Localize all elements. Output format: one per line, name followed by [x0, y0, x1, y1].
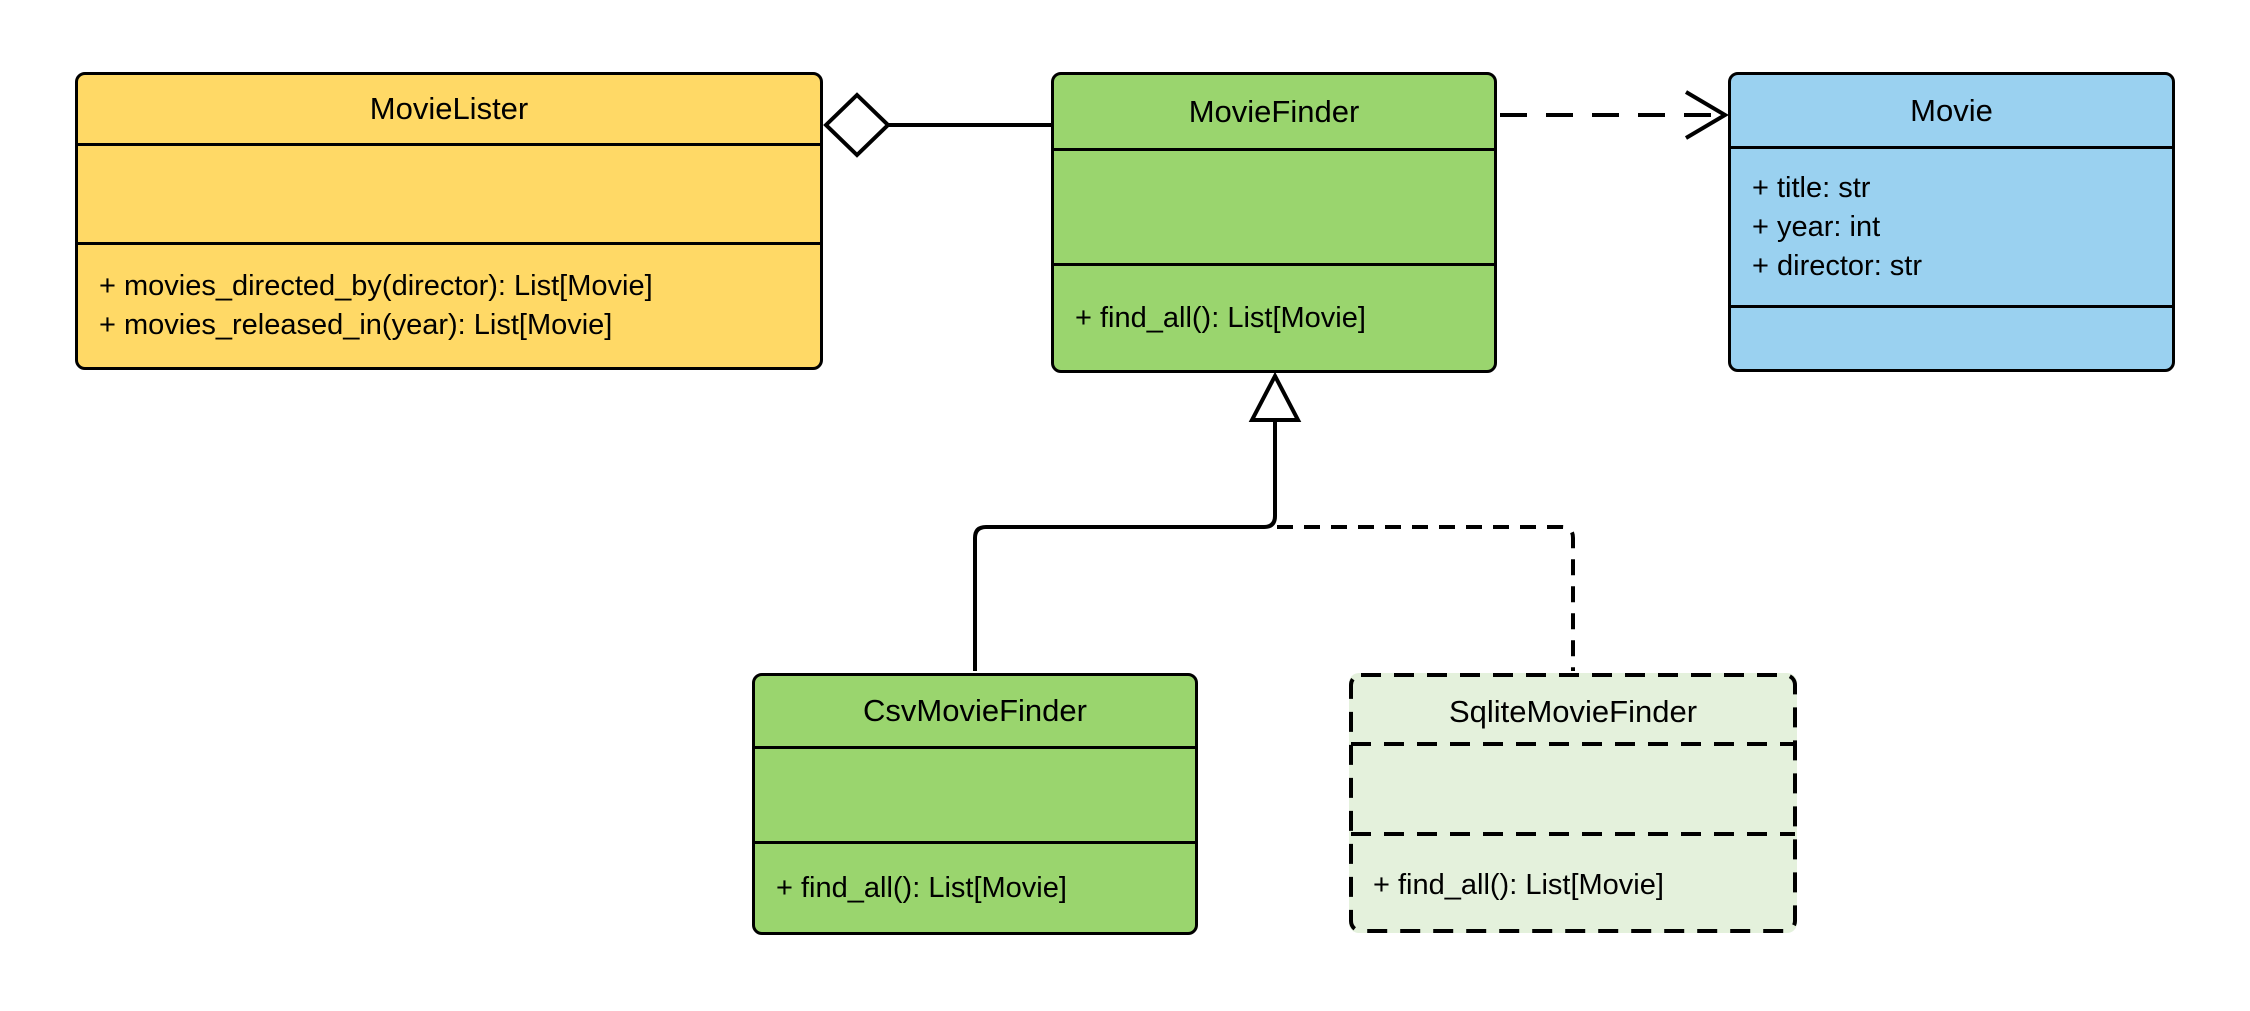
attributes-section [78, 143, 820, 242]
attributes-section: + title: str + year: int + director: str [1731, 146, 2172, 305]
class-name-label: SqliteMovieFinder [1448, 693, 1698, 729]
class-movie[interactable]: Movie + title: str + year: int + directo… [1728, 72, 2175, 372]
hollow-diamond-icon [823, 92, 891, 158]
method-line: + movies_released_in(year): List[Movie] [99, 309, 613, 341]
class-name-label: CsvMovieFinder [863, 693, 1087, 728]
method-line: + find_all(): List[Movie] [776, 871, 1067, 904]
class-title: MovieFinder [1054, 75, 1494, 148]
dependency-edge-moviefinder-movie[interactable] [1500, 90, 1729, 140]
generalization-dashed-path [1277, 525, 1575, 671]
class-movielister[interactable]: MovieLister + movies_directed_by(directo… [75, 72, 823, 370]
class-csvmoviefinder[interactable]: CsvMovieFinder + find_all(): List[Movie] [752, 673, 1198, 935]
attribute-line: + director: str [1752, 249, 1923, 282]
class-title: CsvMovieFinder [755, 676, 1195, 746]
attributes-section [755, 746, 1195, 841]
class-moviefinder[interactable]: MovieFinder + find_all(): List[Movie] [1051, 72, 1497, 373]
generalization-solid-path [973, 420, 1277, 671]
open-arrowhead-icon [1684, 90, 1729, 140]
method-line: + find_all(): List[Movie] [1373, 868, 1664, 901]
class-name-label: MovieLister [369, 91, 529, 126]
attribute-line: + year: int [1752, 210, 1881, 243]
aggregation-edge-movielister-moviefinder[interactable] [823, 92, 1051, 158]
class-title: Movie [1731, 75, 2172, 146]
methods-section: + movies_directed_by(director): List[Mov… [78, 242, 820, 367]
attributes-section [1054, 148, 1494, 263]
class-sqlitemoviefinder[interactable]: SqliteMovieFinder + find_all(): List[Mov… [1349, 673, 1797, 933]
class-title: SqliteMovieFinder [1352, 676, 1794, 747]
class-name-label: Movie [1910, 92, 1993, 128]
class-title: MovieLister [78, 75, 820, 143]
methods-section [1731, 305, 2172, 369]
methods-section: + find_all(): List[Movie] [1054, 263, 1494, 370]
class-name-label: MovieFinder [1188, 93, 1360, 129]
attributes-section [1352, 747, 1794, 837]
methods-section: + find_all(): List[Movie] [1352, 837, 1794, 930]
methods-section: + find_all(): List[Movie] [755, 841, 1195, 932]
generalization-edge-sqlitemoviefinder-moviefinder[interactable] [1277, 525, 1575, 671]
hollow-triangle-icon [1248, 371, 1302, 422]
attribute-line: + title: str [1752, 171, 1871, 204]
generalization-edge-csvmoviefinder-moviefinder[interactable] [973, 371, 1302, 671]
method-line: + movies_directed_by(director): List[Mov… [99, 270, 653, 302]
method-line: + find_all(): List[Movie] [1075, 301, 1366, 334]
